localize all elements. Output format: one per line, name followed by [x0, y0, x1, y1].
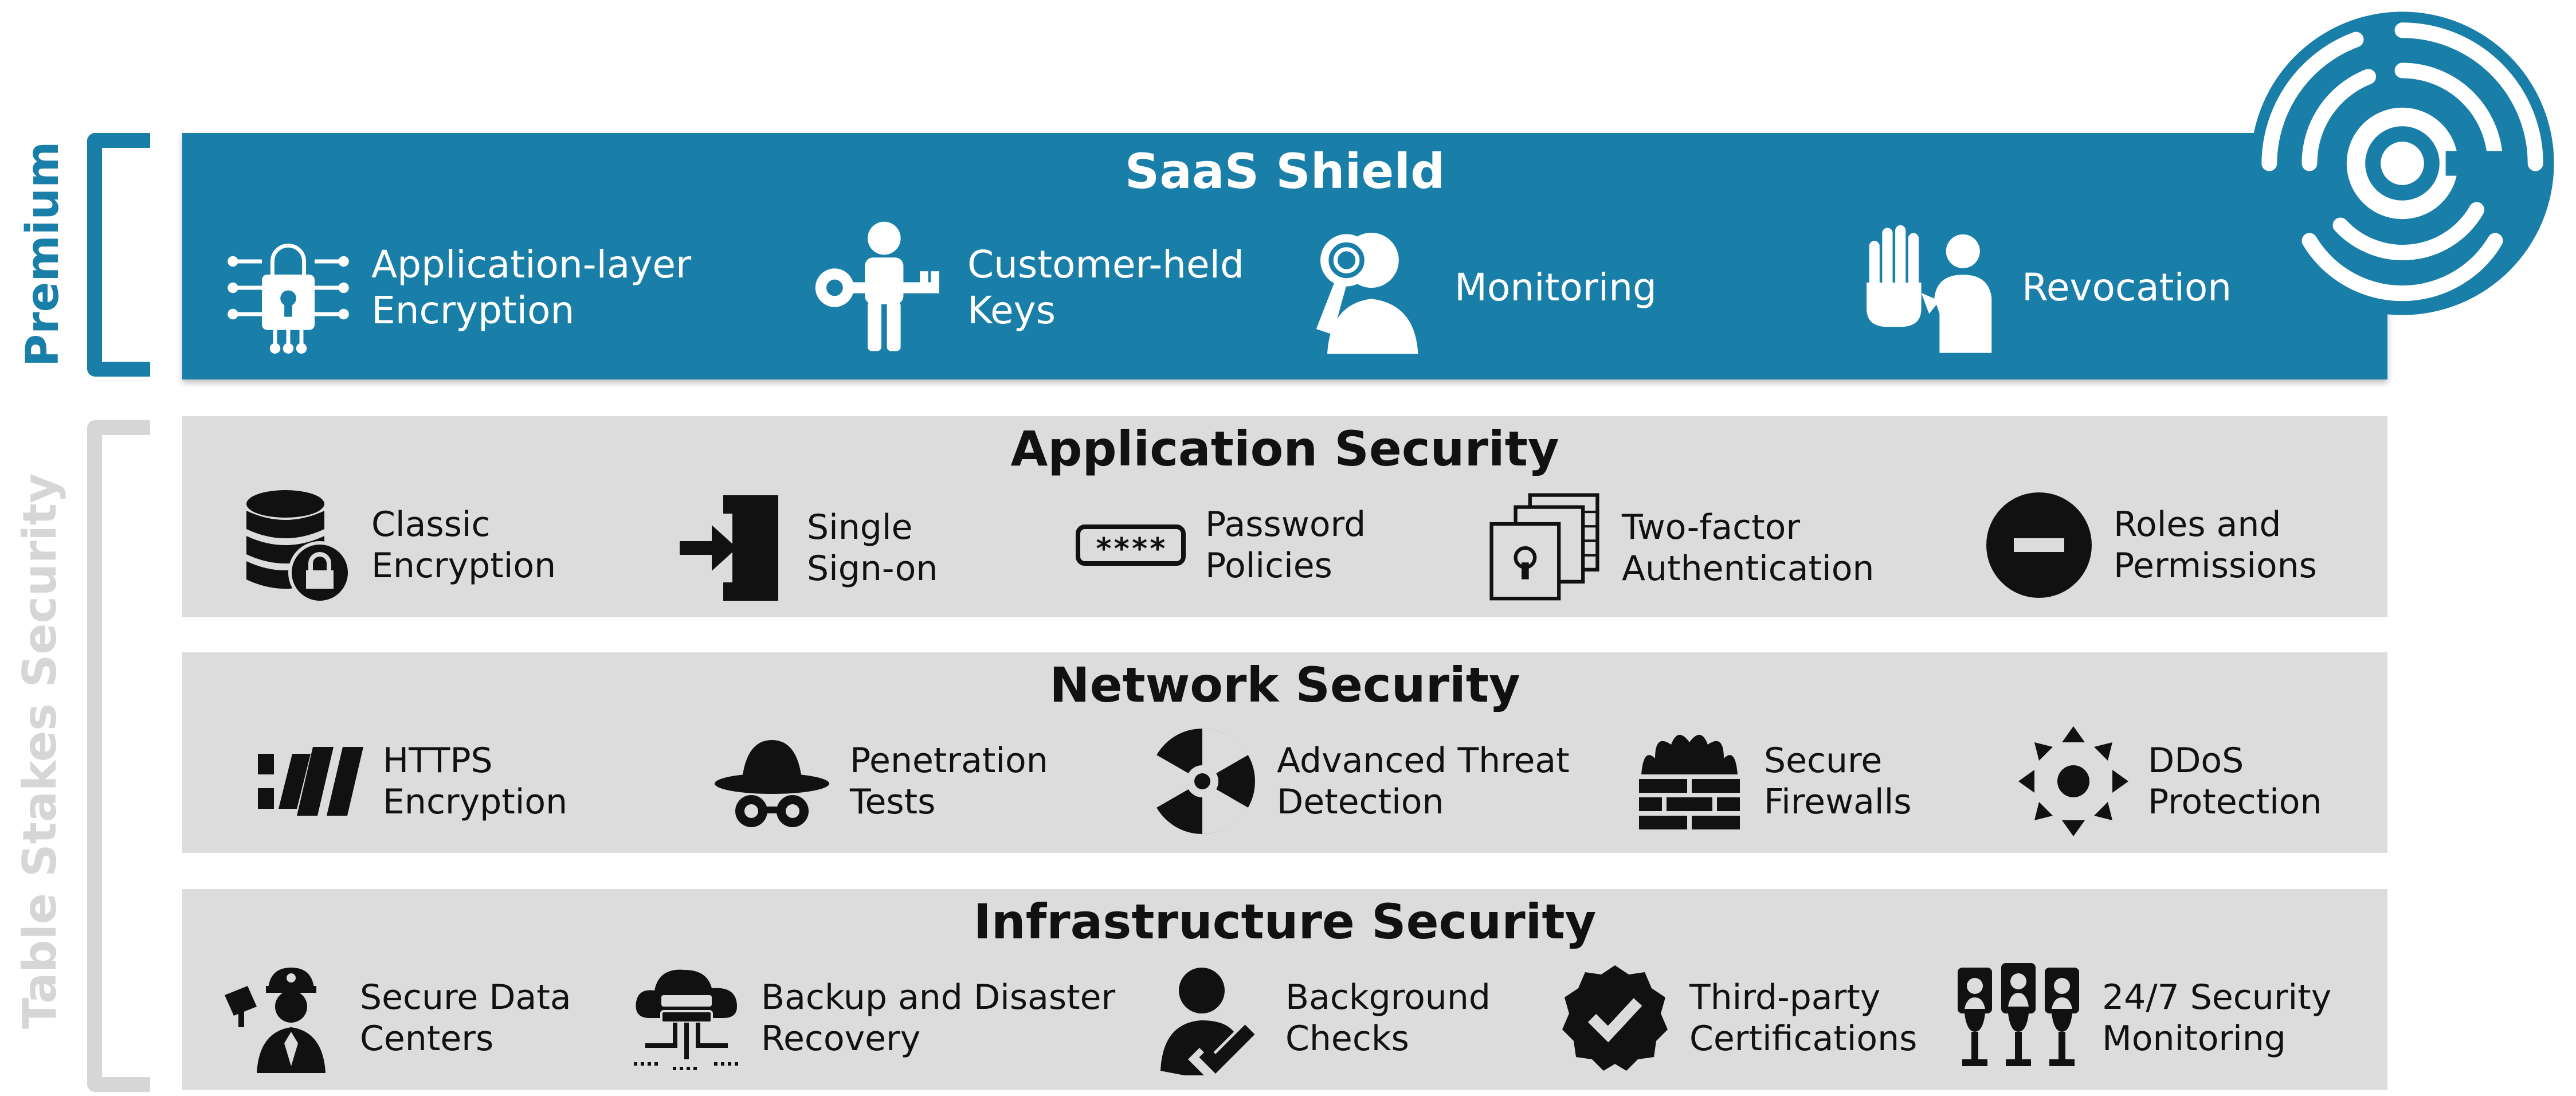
- cloud-server-icon: [634, 969, 739, 1070]
- person-magnifier-icon: [1316, 233, 1418, 354]
- app-item-label: Single Sign-on: [807, 507, 938, 589]
- network-security-panel: Network Security HTTPS Encryption Penetr…: [182, 652, 2387, 853]
- app-item-label: Roles and Permissions: [2114, 504, 2317, 586]
- infra-item-label: Backup and Disaster Recovery: [761, 977, 1116, 1059]
- net-item-secure-firewalls: Secure Firewalls: [1632, 724, 1912, 839]
- infrastructure-security-title: Infrastructure Security: [973, 894, 1597, 950]
- premium-item-label: Revocation: [2022, 265, 2232, 310]
- infra-item-third-party-certifications: Third-party Certifications: [1558, 961, 1917, 1075]
- person-check-icon: [1160, 968, 1255, 1075]
- app-item-label: Classic Encryption: [371, 504, 556, 586]
- app-item-single-sign-on: Single Sign-on: [675, 491, 938, 605]
- application-security-panel: Application Security Classic Encryption …: [182, 416, 2387, 617]
- app-item-label: Two-factor Authentication: [1622, 507, 1875, 589]
- badge-check-icon: [1562, 965, 1668, 1071]
- infrastructure-security-panel: Infrastructure Security Secure Data Cent…: [182, 889, 2387, 1090]
- premium-side-label: Premium: [17, 141, 69, 367]
- radar-icon: [1149, 728, 1255, 835]
- premium-item-label: Application-layer Encryption: [371, 242, 692, 332]
- app-item-roles-and-permissions: Roles and Permissions: [1982, 488, 2317, 602]
- layered-lock-icon: [1489, 493, 1599, 601]
- premium-item-customer-held-keys: Customer-held Keys: [813, 219, 1244, 357]
- infra-item-label: Third-party Certifications: [1689, 977, 1918, 1059]
- infra-item-backup-and-disaster-recovery: Backup and Disaster Recovery: [629, 961, 1115, 1075]
- infra-item-label: 24/7 Security Monitoring: [2102, 977, 2332, 1059]
- net-item-ddos-protection: DDoS Protection: [2016, 724, 2322, 839]
- net-item-label: Advanced Threat Detection: [1277, 741, 1570, 822]
- security-guard-camera-icon: [225, 968, 326, 1073]
- password-field-icon: ****: [1076, 524, 1186, 566]
- net-item-advanced-threat-detection: Advanced Threat Detection: [1145, 724, 1570, 839]
- network-security-title: Network Security: [1049, 657, 1520, 713]
- infra-item-label: Secure Data Centers: [360, 977, 571, 1059]
- net-item-https-encryption: HTTPS Encryption: [251, 724, 567, 839]
- svg-text:****: ****: [1095, 532, 1166, 566]
- premium-item-label: Customer-held Keys: [967, 242, 1244, 332]
- burst-icon: [2018, 726, 2128, 836]
- net-item-label: Secure Firewalls: [1764, 741, 1912, 822]
- premium-item-label: Monitoring: [1454, 265, 1657, 310]
- ironcore-logo-icon: [2250, 11, 2554, 315]
- app-item-label: Password Policies: [1205, 504, 1366, 586]
- premium-item-monitoring: Monitoring: [1300, 219, 1657, 357]
- net-item-label: Penetration Tests: [850, 741, 1048, 822]
- net-item-label: DDoS Protection: [2148, 741, 2322, 822]
- person-key-icon: [815, 221, 939, 351]
- circuit-lock-icon: [228, 243, 349, 354]
- database-lock-icon: [246, 490, 351, 602]
- app-item-password-policies: **** Password Policies: [1073, 488, 1366, 602]
- net-item-penetration-tests: Penetration Tests: [712, 724, 1048, 839]
- application-security-title: Application Security: [1010, 421, 1559, 477]
- firewall-icon: [1639, 734, 1740, 829]
- premium-item-application-layer-encryption: Application-layer Encryption: [222, 222, 691, 354]
- infra-item-background-checks: Background Checks: [1154, 961, 1491, 1075]
- app-item-classic-encryption: Classic Encryption: [240, 488, 556, 602]
- no-entry-icon: [1986, 492, 2092, 598]
- net-item-label: HTTPS Encryption: [383, 741, 568, 822]
- saas-shield-panel: SaaS Shield Application-layer Encryption: [182, 133, 2387, 379]
- monitoring-people-icon: [1958, 963, 2079, 1066]
- infra-item-secure-data-centers: Secure Data Centers: [222, 961, 571, 1075]
- saas-shield-title: SaaS Shield: [1124, 143, 1445, 199]
- table-stakes-side-label: Table Stakes Security: [13, 473, 66, 1029]
- sign-in-door-icon: [680, 495, 778, 601]
- premium-item-revocation: Revocation: [1861, 222, 2232, 354]
- stop-hand-person-icon: [1867, 225, 1992, 353]
- slashes-icon: [258, 747, 363, 816]
- premium-bracket: [87, 133, 150, 377]
- table-stakes-bracket: [87, 420, 150, 1092]
- spy-hat-icon: [715, 740, 829, 827]
- infra-item-247-security-monitoring: 24/7 Security Monitoring: [1953, 961, 2331, 1075]
- app-item-two-factor-authentication: Two-factor Authentication: [1484, 488, 1874, 608]
- infra-item-label: Background Checks: [1285, 977, 1491, 1059]
